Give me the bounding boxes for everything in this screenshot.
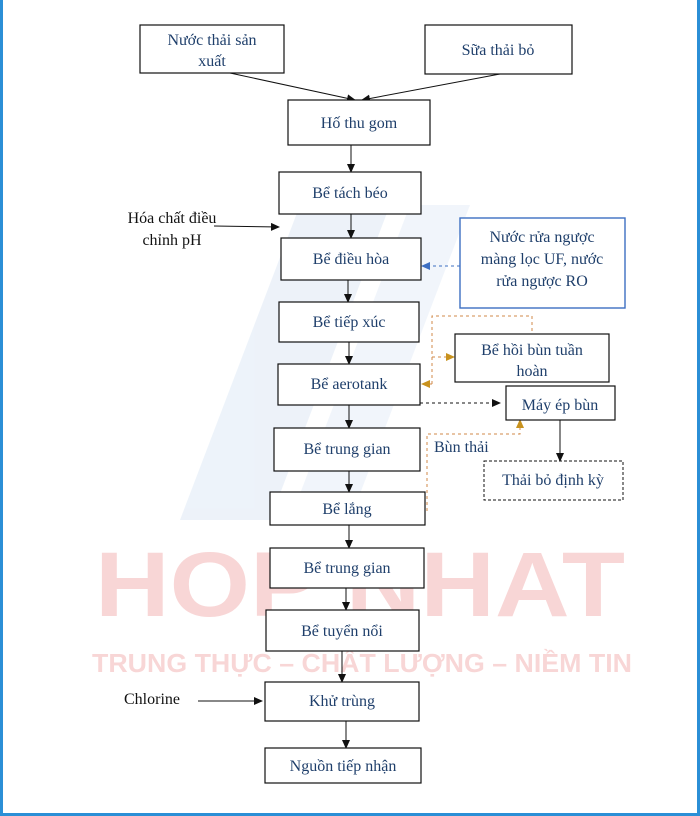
box-ho-thu-gom [287,99,431,146]
box-khu-trung [264,681,420,722]
box-nguon-tiep-nhan [264,747,422,784]
dashed-connectors [420,262,533,511]
label-be-hoi-bun-line2: hoàn [516,363,547,380]
label-be-tach-beo: Bể tách béo [312,185,388,202]
box-be-trung-gian-2 [269,547,425,589]
box-be-dieu-hoa [280,237,422,281]
box-nuoc-rua-nguoc [459,217,626,309]
connectors [198,72,564,749]
label-be-tuyen-noi: Bể tuyển nổi [301,623,383,640]
label-nuoc-thai-line1: Nước thải sản [167,32,256,49]
label-be-hoi-bun-line1: Bể hồi bùn tuần [481,342,583,359]
label-chlorine: Chlorine [124,691,180,708]
label-be-trung-gian-1: Bể trung gian [303,441,390,458]
edge-lang-to-may-ep [426,419,524,511]
box-be-tuyen-noi [265,609,420,652]
edge-sua-to-ho [361,73,501,103]
box-be-tach-beo [278,171,422,215]
label-nuoc-rua-line3: rửa ngược RO [496,273,588,290]
box-be-hoi-bun [454,333,610,383]
watermark-slogan: TRUNG THỰC – CHẤT LƯỢNG – NIỀM TIN [92,648,632,678]
label-thai-bo-dinh-ky: Thải bỏ định kỳ [502,472,604,489]
edge-recirc-top [431,315,533,384]
watermark-stripe [180,205,390,520]
label-may-ep-bun: Máy ép bùn [522,397,598,414]
label-nuoc-thai-line2: xuất [198,53,226,70]
box-be-trung-gian-1 [273,427,421,472]
edge-hoa-chat-to-dieu-hoa [213,222,280,231]
process-boxes [139,24,626,784]
label-be-trung-gian-2: Bể trung gian [303,560,390,577]
label-ho-thu-gom: Hố thu gom [321,115,398,132]
label-be-aerotank: Bể aerotank [311,376,388,393]
box-thai-bo-dinh-ky [483,460,624,501]
box-be-tiep-xuc [278,301,420,343]
label-be-tiep-xuc: Bể tiếp xúc [313,314,386,331]
label-hoa-chat-line2: chỉnh pH [142,232,202,249]
edge-nuoc-thai-to-ho [229,72,356,103]
label-khu-trung: Khử trùng [309,693,375,710]
label-be-lang: Bể lắng [322,501,371,518]
box-nuoc-thai-san-xuat [139,24,285,74]
box-be-lang [269,491,426,526]
label-sua-thai-bo: Sữa thải bỏ [462,42,535,59]
label-hoa-chat-line1: Hóa chất điều [128,210,217,227]
label-nuoc-rua-line2: màng lọc UF, nước [481,251,604,268]
label-be-dieu-hoa: Bể điều hòa [313,251,389,268]
box-sua-thai-bo [424,24,573,75]
label-nguon-tiep-nhan: Nguồn tiếp nhận [290,758,397,775]
box-be-aerotank [277,363,421,406]
label-bun-thai: Bùn thải [434,439,489,456]
box-may-ep-bun [505,385,616,421]
label-nuoc-rua-line1: Nước rửa ngược [489,229,594,246]
labels: Nước thải sản xuất Sữa thải bỏ Hố thu go… [124,32,604,775]
